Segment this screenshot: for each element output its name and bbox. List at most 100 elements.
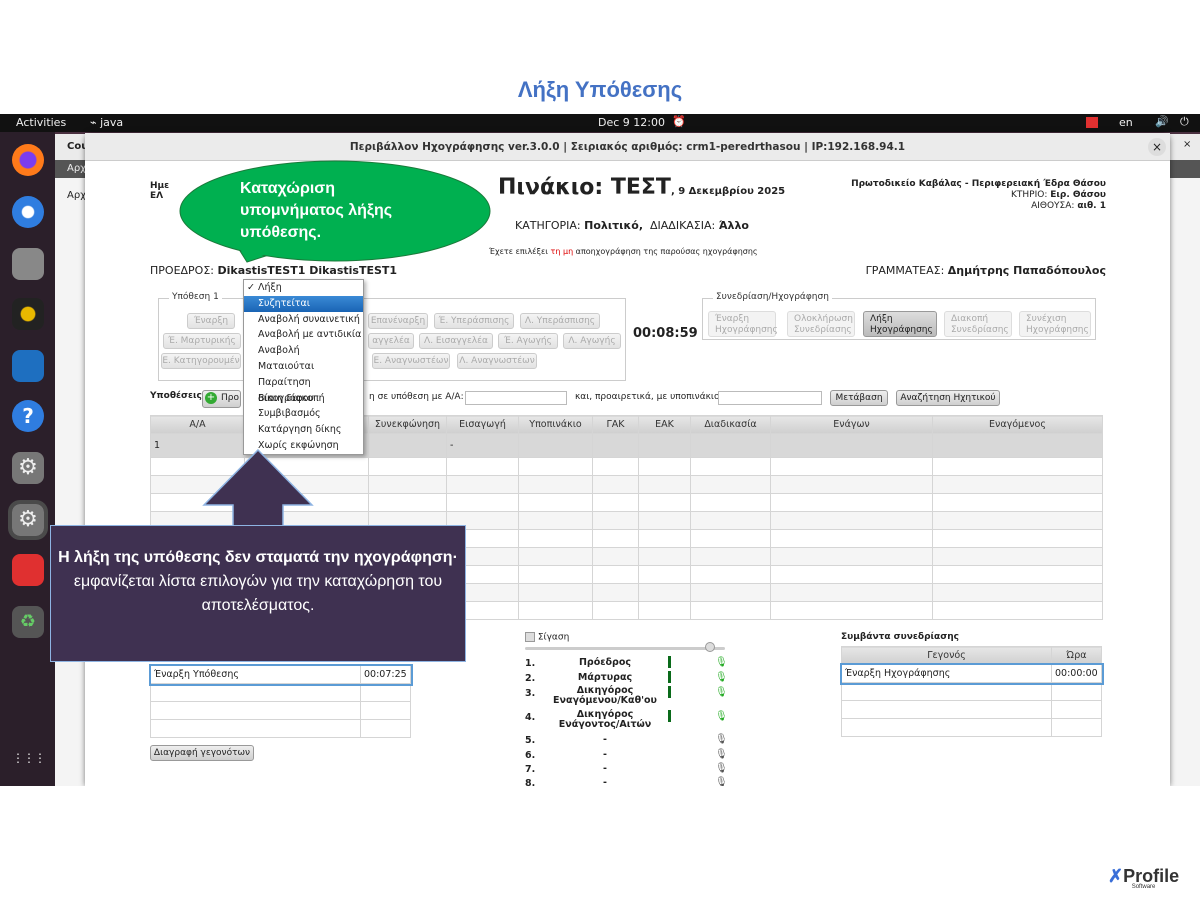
speaker-label: Πρόεδρος	[578, 657, 632, 668]
speaker-label: Δικηγόρος Ενάγοντος/Αιτών	[558, 709, 652, 730]
power-icon[interactable]: ⏻	[1180, 115, 1189, 128]
defendant-start-button[interactable]: Ε. Κατηγορουμέν	[161, 353, 241, 369]
table-row[interactable]	[841, 718, 1102, 737]
column-header[interactable]: Α/Α	[150, 415, 245, 434]
readings-start-button[interactable]: Ε. Αναγνωστέων	[372, 353, 450, 369]
table-cell	[638, 565, 691, 584]
app-grid-icon[interactable]: ⋮⋮⋮	[12, 751, 44, 765]
table-cell	[368, 457, 447, 476]
column-header[interactable]: Υποπινάκιο	[518, 415, 593, 434]
microphone-icon[interactable]: 🎙	[715, 672, 728, 683]
table-row[interactable]	[150, 701, 411, 720]
microphone-icon[interactable]: 🎙	[715, 763, 728, 774]
witness-start-button[interactable]: Έ. Μαρτυρικής	[163, 333, 241, 349]
activities-button[interactable]: Activities	[16, 116, 67, 129]
column-header[interactable]: ΕΑΚ	[638, 415, 691, 434]
column-header[interactable]: Ώρα	[1051, 646, 1102, 665]
settings-icon[interactable]: ⚙	[8, 500, 48, 540]
case-start-button[interactable]: Έναρξη	[187, 313, 235, 329]
app-menu[interactable]: ⌁ java	[90, 116, 124, 129]
pinakio-heading: Πινάκιο: ΤΕΣΤ, 9 Δεκεμβρίου 2025	[498, 175, 786, 200]
trash-icon[interactable]: ♻	[12, 606, 44, 638]
table-cell	[932, 475, 1103, 494]
microphone-icon[interactable]: 🎙	[715, 657, 728, 668]
anydesk-icon[interactable]	[12, 554, 44, 586]
dropdown-option[interactable]: Συμβιβασμός	[258, 408, 321, 420]
microphone-icon[interactable]: 🎙	[715, 749, 728, 760]
column-header[interactable]: ΓΑΚ	[592, 415, 639, 434]
table-cell	[770, 493, 933, 512]
table-cell	[690, 493, 771, 512]
dropdown-option[interactable]: Βίαιη διακοπή	[258, 392, 325, 404]
delete-events-button[interactable]: Διαγραφή γεγονότων	[150, 745, 254, 761]
prosecutor-start-button[interactable]: αγγελέα	[368, 333, 414, 349]
clock[interactable]: Dec 9 12:00	[598, 116, 665, 129]
help-icon[interactable]: ?	[12, 400, 44, 432]
goto-button[interactable]: Μετάβαση	[830, 390, 888, 406]
background-tab[interactable]: Αρχ	[67, 190, 86, 201]
microphone-icon[interactable]: 🎙	[715, 687, 728, 698]
dropdown-option[interactable]: Συζητείται	[244, 295, 363, 312]
purple-callout: Η λήξη της υπόθεσης δεν σταματά την ηχογ…	[50, 525, 466, 662]
dropdown-option[interactable]: Ματαιούται	[258, 360, 315, 372]
table-row[interactable]	[150, 475, 1103, 494]
writer-icon[interactable]	[12, 350, 44, 382]
background-tab[interactable]: Αρχ	[67, 163, 86, 174]
dropdown-option[interactable]: Παραίτηση δικογράφου	[258, 376, 314, 404]
case-restart-button[interactable]: Επανέναρξη	[368, 313, 428, 329]
firefox-icon[interactable]	[12, 144, 44, 176]
column-header[interactable]: Εισαγωγή	[446, 415, 519, 434]
table-row[interactable]	[150, 683, 411, 702]
table-cell	[592, 547, 639, 566]
dropdown-option[interactable]: Αναβολή	[258, 345, 300, 357]
table-cell	[446, 457, 519, 476]
dropdown-option[interactable]: Χωρίς εκφώνηση	[258, 439, 339, 451]
plus-icon: +	[205, 392, 217, 404]
language-indicator[interactable]: en	[1119, 116, 1133, 129]
close-button[interactable]: ×	[1148, 138, 1166, 156]
case-number-input[interactable]	[465, 391, 567, 405]
column-header[interactable]: Ενάγων	[770, 415, 933, 434]
prosecutor-end-button[interactable]: Λ. Εισαγγελέα	[419, 333, 493, 349]
microphone-icon[interactable]: 🎙	[715, 734, 728, 745]
table-row[interactable]	[841, 700, 1102, 719]
defense-start-button[interactable]: Έ. Υπεράσπισης	[434, 313, 514, 329]
anydesk-tray-icon[interactable]	[1086, 117, 1098, 128]
volume-icon[interactable]: 🔊	[1155, 115, 1169, 128]
table-row[interactable]	[150, 719, 411, 738]
settings-icon[interactable]: ⚙	[12, 452, 44, 484]
claim-end-button[interactable]: Λ. Αγωγής	[563, 333, 621, 349]
dropdown-option[interactable]: Αναβολή με αντιδικία	[258, 329, 362, 341]
table-row[interactable]	[841, 682, 1102, 701]
readings-end-button[interactable]: Λ. Αναγνωστέων	[457, 353, 537, 369]
column-header[interactable]: Γεγονός	[841, 646, 1052, 665]
search-audio-button[interactable]: Αναζήτηση Ηχητικού	[896, 390, 1000, 406]
mute-checkbox[interactable]: Σίγαση	[525, 632, 569, 643]
files-icon[interactable]	[12, 248, 44, 280]
rhythmbox-icon[interactable]	[12, 298, 44, 330]
column-header[interactable]: Εναγόμενος	[932, 415, 1103, 434]
microphone-icon[interactable]: 🎙	[715, 711, 728, 722]
defense-end-button[interactable]: Λ. Υπεράσπισης	[520, 313, 600, 329]
volume-slider-handle[interactable]	[705, 642, 715, 652]
column-header[interactable]: Συνεκφώνηση	[368, 415, 447, 434]
subpinakio-input[interactable]	[718, 391, 822, 405]
thunderbird-icon[interactable]	[12, 196, 44, 228]
close-icon[interactable]: ×	[1183, 139, 1192, 150]
dropdown-option[interactable]: Κατάργηση δίκης	[258, 424, 342, 436]
dropdown-option[interactable]: Αναβολή συναινετική	[258, 313, 360, 325]
session-events-title: Συμβάντα συνεδρίασης	[841, 632, 959, 642]
claim-start-button[interactable]: Έ. Αγωγής	[498, 333, 558, 349]
volume-slider[interactable]	[525, 647, 725, 650]
microphone-icon[interactable]: 🎙	[715, 777, 728, 786]
column-header[interactable]: Διαδικασία	[690, 415, 771, 434]
dropdown-option[interactable]: ✓ Λήξη	[247, 282, 282, 293]
